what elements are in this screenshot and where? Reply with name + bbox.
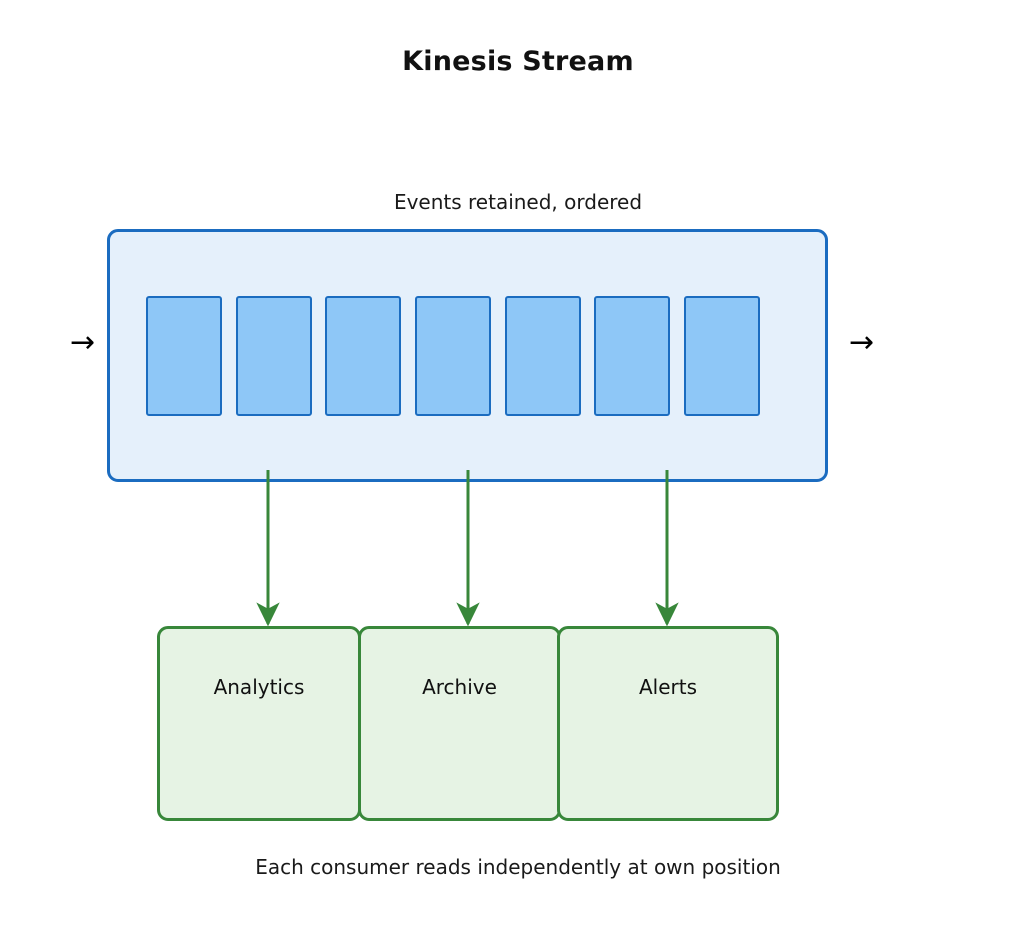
stream-output-arrow-icon: → [849,325,875,360]
consumer-label-archive: Archive [422,675,497,699]
stream-record-6[interactable] [594,296,671,416]
consumer-box-alerts[interactable]: Alerts [557,626,779,821]
shard-row [146,296,760,416]
stream-record-1[interactable] [146,296,222,416]
stream-record-2[interactable] [235,296,312,416]
stream-record-4[interactable] [414,296,491,416]
stream-input-arrow-icon: → [70,325,96,360]
consumer-label-alerts: Alerts [638,675,698,699]
consumer-box-analytics[interactable]: Analytics [157,626,361,821]
stream-record-5[interactable] [504,296,581,416]
stream-caption: Events retained, ordered [393,190,643,214]
consumer-label-analytics: Analytics [213,675,305,699]
stream-record-7[interactable] [683,296,760,416]
page-title: Kinesis Stream [402,46,634,77]
footer-caption: Each consumer reads independently at own… [255,855,781,879]
consumer-box-archive[interactable]: Archive [358,626,561,821]
stream-record-3[interactable] [325,296,402,416]
